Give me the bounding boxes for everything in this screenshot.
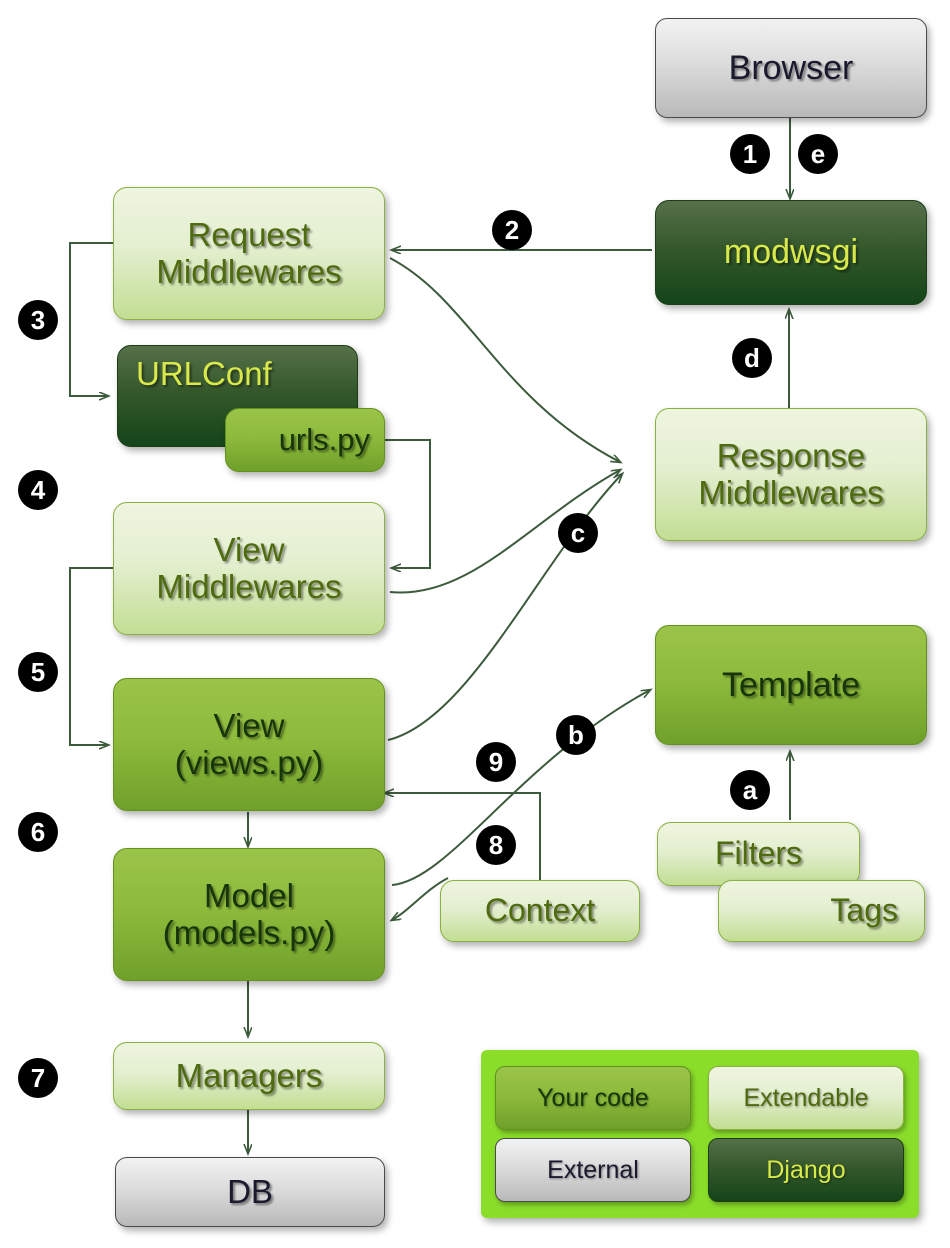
step-badge-d: d bbox=[732, 338, 772, 378]
step-badge-d-label: d bbox=[744, 343, 760, 373]
step-badge-2-label: 2 bbox=[504, 215, 520, 245]
step-badge-1-label: 1 bbox=[742, 139, 758, 169]
legend-django-label: Django bbox=[766, 1155, 846, 1184]
node-managers-label: Managers bbox=[175, 1056, 323, 1094]
step-badge-2: 2 bbox=[492, 210, 532, 250]
edge-request-response bbox=[389, 257, 620, 462]
node-view-middlewares-label-2: Middlewares bbox=[156, 567, 342, 605]
node-managers[interactable]: Managers bbox=[113, 1042, 385, 1110]
node-filters-label: Filters bbox=[714, 835, 803, 872]
edge-view-response bbox=[387, 474, 622, 741]
step-badge-a-label: a bbox=[742, 775, 758, 805]
node-request-middlewares[interactable]: Request Middlewares bbox=[113, 187, 385, 320]
legend-your-code-label: Your code bbox=[537, 1083, 649, 1112]
edge-viewmw-view bbox=[69, 567, 113, 745]
step-badge-e-label: e bbox=[810, 139, 826, 169]
node-response-middlewares-label-2: Middlewares bbox=[698, 473, 884, 511]
step-badge-7: 7 bbox=[18, 1058, 58, 1098]
node-urlconf-label: URLConf bbox=[136, 355, 272, 392]
node-view[interactable]: View (views.py) bbox=[113, 678, 385, 811]
step-badge-a: a bbox=[730, 770, 770, 810]
node-request-middlewares-label-2: Middlewares bbox=[156, 252, 342, 290]
step-badge-8-label: 8 bbox=[488, 830, 504, 860]
step-badge-b: b bbox=[556, 715, 596, 755]
node-request-middlewares-label-1: Request bbox=[187, 215, 311, 253]
node-model-label-2: (models.py) bbox=[162, 913, 336, 951]
node-tags-label: Tags bbox=[830, 892, 898, 929]
node-browser[interactable]: Browser bbox=[655, 18, 927, 118]
legend-external-label: External bbox=[547, 1155, 639, 1184]
node-view-label-1: View bbox=[213, 706, 285, 744]
node-browser-label: Browser bbox=[728, 48, 854, 87]
legend-item-your-code[interactable]: Your code bbox=[495, 1066, 691, 1130]
node-modwsgi[interactable]: modwsgi bbox=[655, 200, 927, 305]
step-badge-3: 3 bbox=[18, 300, 58, 340]
step-badge-9-label: 9 bbox=[488, 747, 504, 777]
node-response-middlewares[interactable]: Response Middlewares bbox=[655, 408, 927, 541]
edge-urlspy-viewmw bbox=[385, 439, 431, 568]
legend-item-django[interactable]: Django bbox=[708, 1138, 904, 1202]
step-badge-7-label: 7 bbox=[30, 1063, 46, 1093]
legend-item-external[interactable]: External bbox=[495, 1138, 691, 1202]
step-badge-9: 9 bbox=[476, 742, 516, 782]
edge-view-context bbox=[385, 793, 541, 882]
node-urls-py-label: urls.py bbox=[278, 421, 370, 457]
node-urls-py[interactable]: urls.py bbox=[225, 408, 385, 472]
step-badge-1: 1 bbox=[730, 134, 770, 174]
step-badge-5-label: 5 bbox=[30, 657, 46, 687]
step-badge-5: 5 bbox=[18, 652, 58, 692]
node-view-middlewares[interactable]: View Middlewares bbox=[113, 502, 385, 635]
step-badge-8: 8 bbox=[476, 825, 516, 865]
node-model[interactable]: Model (models.py) bbox=[113, 848, 385, 981]
legend-panel: Your code Extendable External Django bbox=[481, 1050, 919, 1218]
step-badge-b-label: b bbox=[568, 720, 584, 750]
node-context[interactable]: Context bbox=[440, 880, 640, 942]
step-badge-4: 4 bbox=[18, 470, 58, 510]
step-badge-4-label: 4 bbox=[30, 475, 46, 505]
node-db[interactable]: DB bbox=[115, 1157, 385, 1227]
node-filters[interactable]: Filters bbox=[657, 822, 860, 886]
step-badge-c: c bbox=[558, 513, 598, 553]
node-modwsgi-label: modwsgi bbox=[723, 233, 859, 272]
step-badge-e: e bbox=[798, 134, 838, 174]
node-view-middlewares-label-1: View bbox=[213, 530, 285, 568]
edge-request-urlconf bbox=[69, 242, 113, 396]
node-model-label-1: Model bbox=[204, 876, 294, 914]
step-badge-c-label: c bbox=[570, 518, 586, 548]
step-badge-3-label: 3 bbox=[30, 305, 46, 335]
node-template-label: Template bbox=[722, 665, 860, 704]
node-response-middlewares-label-1: Response bbox=[716, 436, 866, 474]
node-view-label-2: (views.py) bbox=[174, 743, 324, 781]
node-db-label: DB bbox=[227, 1172, 273, 1210]
node-template[interactable]: Template bbox=[655, 625, 927, 745]
node-context-label: Context bbox=[484, 892, 596, 929]
step-badge-6-label: 6 bbox=[30, 817, 46, 847]
legend-item-extendable[interactable]: Extendable bbox=[708, 1066, 904, 1130]
node-tags[interactable]: Tags bbox=[718, 880, 925, 942]
legend-extendable-label: Extendable bbox=[743, 1083, 869, 1112]
step-badge-6: 6 bbox=[18, 812, 58, 852]
edge-context-template bbox=[391, 690, 650, 886]
